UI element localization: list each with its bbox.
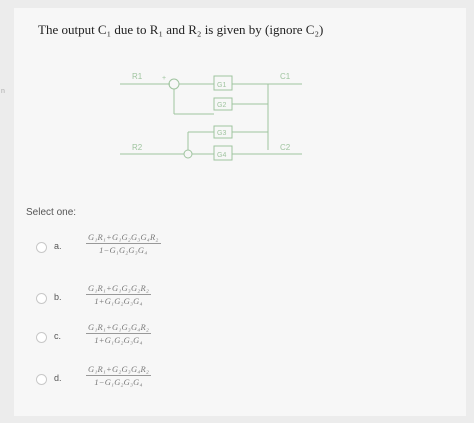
c2-label: C2: [280, 143, 291, 152]
r2-label: R2: [132, 143, 143, 152]
option-c[interactable]: c. G₁R₁+G₁G₃G₄R₂ 1+G₁G₂G₃G₄: [36, 322, 296, 366]
select-one-label: Select one:: [26, 207, 77, 218]
option-a[interactable]: a. G₁R₁+G₁G₂G₃G₄R₂ 1−G₁G₂G₃G₄: [36, 232, 296, 276]
option-a-denominator: 1−G₁G₂G₃G₄: [99, 245, 148, 255]
radio-d[interactable]: [36, 374, 47, 385]
edge-mark: n: [1, 88, 5, 95]
block-g3-label: G3: [217, 130, 226, 137]
question-text: The output C₁ due to R₁ and R₂ is given …: [38, 22, 324, 37]
option-a-fraction: G₁R₁+G₁G₂G₃G₄R₂ 1−G₁G₂G₃G₄: [86, 232, 161, 255]
radio-b[interactable]: [36, 293, 47, 304]
block-g2-label: G2: [217, 102, 226, 109]
option-d-letter: d.: [54, 373, 62, 383]
option-d-denominator: 1−G₁G₂G₃G₄: [94, 377, 143, 387]
option-a-numerator: G₁R₁+G₁G₂G₃G₄R₂: [86, 232, 161, 244]
radio-a[interactable]: [36, 242, 47, 253]
option-d-fraction: G₁R₁+G₂G₃G₄R₂ 1−G₁G₂G₃G₄: [86, 364, 152, 387]
option-b-numerator: G₁R₁+G₁G₃G₂R₂: [86, 283, 152, 295]
r1-label: R1: [132, 72, 143, 81]
option-b-letter: b.: [54, 292, 62, 302]
option-b-fraction: G₁R₁+G₁G₃G₂R₂ 1+G₁G₂G₃G₄: [86, 283, 152, 306]
option-c-denominator: 1+G₁G₂G₃G₄: [94, 335, 143, 345]
question-card: [14, 8, 466, 416]
option-d[interactable]: d. G₁R₁+G₂G₃G₄R₂ 1−G₁G₂G₃G₄: [36, 364, 296, 408]
option-c-fraction: G₁R₁+G₁G₃G₄R₂ 1+G₁G₂G₃G₄: [86, 322, 152, 345]
block-g1-label: G1: [217, 82, 226, 89]
option-c-numerator: G₁R₁+G₁G₃G₄R₂: [86, 322, 152, 334]
c1-label: C1: [280, 72, 291, 81]
option-b-denominator: 1+G₁G₂G₃G₄: [94, 296, 143, 306]
option-d-numerator: G₁R₁+G₂G₃G₄R₂: [86, 364, 152, 376]
option-a-letter: a.: [54, 241, 62, 251]
sum-sign: +: [162, 75, 166, 82]
option-b[interactable]: b. G₁R₁+G₁G₃G₂R₂ 1+G₁G₂G₃G₄: [36, 283, 296, 327]
radio-c[interactable]: [36, 332, 47, 343]
block-diagram: R1 + R2 C1 C2 G1 G2 G3 G4: [120, 72, 302, 161]
block-g4-label: G4: [217, 152, 226, 159]
option-c-letter: c.: [54, 331, 62, 341]
